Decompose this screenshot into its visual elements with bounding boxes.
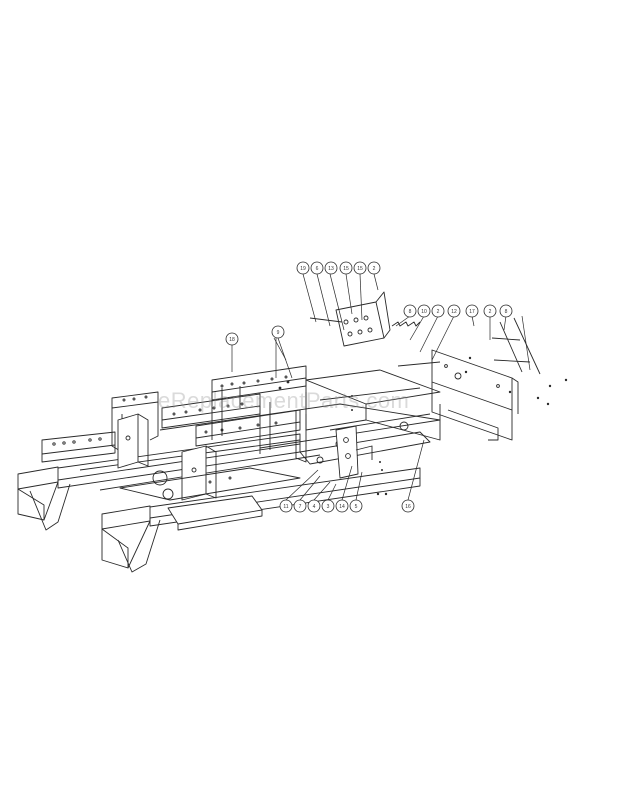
- callout-labels: 19 6 13 15 15 2 8 10 2 12 17 2 8 18 9 11…: [225, 261, 513, 513]
- callout-text: 6: [316, 266, 319, 272]
- callout-18: 4: [307, 499, 321, 513]
- callout-text: 8: [505, 309, 508, 315]
- callout-11: 17: [465, 304, 479, 318]
- callout-10: 12: [447, 304, 461, 318]
- callout-1: 19: [296, 261, 310, 275]
- front-right-leg: [101, 505, 161, 573]
- hardware: [278, 356, 568, 496]
- callout-text: 2: [489, 309, 492, 315]
- callout-text: 2: [373, 266, 376, 272]
- callout-text: 17: [469, 309, 475, 315]
- rear-tow-plate: [431, 349, 519, 441]
- watermark: eReplacementParts.com: [158, 388, 410, 413]
- callout-20: 14: [335, 499, 349, 513]
- callout-21: 5: [349, 499, 363, 513]
- front-crossbar: [41, 431, 116, 463]
- callout-text: 13: [328, 266, 334, 272]
- callout-6: 2: [367, 261, 381, 275]
- callout-text: 9: [277, 330, 280, 336]
- callout-text: 3: [327, 504, 330, 510]
- callout-text: 8: [409, 309, 412, 315]
- leader-lines: [231, 273, 531, 501]
- callout-text: 5: [355, 504, 358, 510]
- front-upright-right: [181, 445, 217, 501]
- callout-text: 18: [229, 337, 235, 343]
- callout-9: 2: [431, 304, 445, 318]
- front-upright-left: [117, 413, 149, 469]
- spring: [391, 321, 421, 327]
- callout-text: 7: [299, 504, 302, 510]
- callout-7: 8: [403, 304, 417, 318]
- console-block: [335, 291, 391, 347]
- control-bracket: [335, 425, 373, 479]
- callout-13: 8: [499, 304, 513, 318]
- callout-2: 6: [310, 261, 324, 275]
- front-left-leg: [17, 466, 71, 531]
- callout-text: 19: [300, 266, 306, 272]
- callout-3: 13: [324, 261, 338, 275]
- lower-plate: [167, 495, 263, 531]
- callout-text: 2: [437, 309, 440, 315]
- callout-text: 14: [339, 504, 345, 510]
- callout-19: 3: [321, 499, 335, 513]
- callout-text: 12: [451, 309, 457, 315]
- callout-14: 18: [225, 332, 239, 346]
- floor-plate: [119, 467, 301, 501]
- callout-4: 15: [339, 261, 353, 275]
- rear-frame: [299, 369, 441, 465]
- callout-text: 10: [421, 309, 427, 315]
- callout-5: 15: [353, 261, 367, 275]
- callout-text: 4: [313, 504, 316, 510]
- callout-text: 11: [283, 504, 288, 510]
- callout-8: 10: [417, 304, 431, 318]
- callout-22: 16: [401, 499, 415, 513]
- callout-16: 11: [279, 499, 293, 513]
- callout-15: 9: [271, 325, 285, 339]
- callout-12: 2: [483, 304, 497, 318]
- callout-text: 16: [405, 504, 411, 510]
- callout-17: 7: [293, 499, 307, 513]
- callout-text: 15: [357, 266, 363, 272]
- callout-text: 15: [343, 266, 349, 272]
- left-side-rail: [57, 433, 301, 489]
